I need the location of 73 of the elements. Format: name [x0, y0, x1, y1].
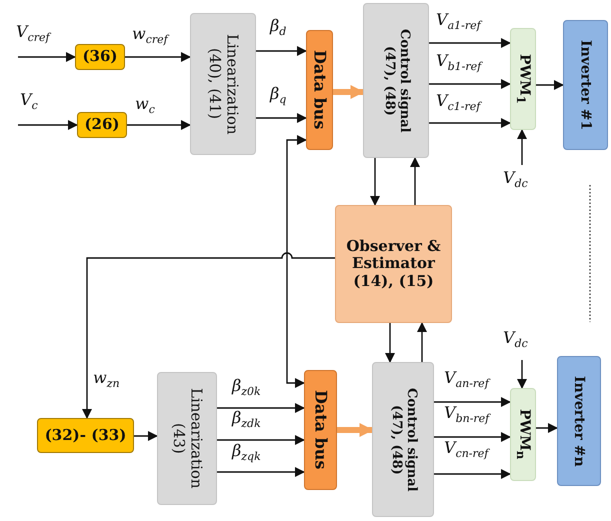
- box-label: Control signal: [396, 28, 411, 132]
- edge-label: β$_{q}$: [270, 86, 286, 106]
- arrow: [333, 85, 364, 99]
- inverter-box: [557, 356, 601, 486]
- box-label: (26): [84, 116, 120, 134]
- edge-label: V$_{dc}$: [503, 330, 528, 350]
- arrow: [370, 158, 380, 206]
- pwm-box: [510, 28, 536, 130]
- arrow: [517, 129, 527, 165]
- arrow: [417, 322, 427, 362]
- box-label: Observer & Estimator (14), (15): [345, 238, 442, 290]
- edge-label: V$_{a1-ref}$: [436, 12, 481, 32]
- process-box: [372, 362, 434, 517]
- process-box: [335, 205, 452, 323]
- arrow: [385, 323, 395, 363]
- edge-label: β$_{d}$: [270, 18, 286, 38]
- arrow: [429, 118, 511, 128]
- edge-label: V$_{cn-ref}$: [444, 440, 488, 460]
- edge-label: β$_{zqk}$: [232, 443, 261, 462]
- data-bus-box: [306, 30, 333, 150]
- box-label: (36): [82, 48, 118, 66]
- arrow: [82, 252, 335, 419]
- box-label: (32)- (33): [44, 426, 126, 444]
- data-bus-box: [304, 370, 337, 490]
- box-label: (47), (48): [381, 46, 396, 116]
- box-label: Control signal: [403, 388, 418, 492]
- arrow: [286, 135, 307, 388]
- edge-label: β$_{zdk}$: [232, 410, 261, 430]
- arrow: [434, 469, 511, 479]
- arrow: [217, 467, 305, 477]
- arrow: [536, 80, 564, 90]
- edge-label: V$_{bn-ref}$: [444, 405, 490, 424]
- arrow: [256, 46, 307, 56]
- arrow: [217, 435, 305, 445]
- arrow: [434, 397, 511, 407]
- edge-label: V$_{an-ref}$: [444, 370, 489, 390]
- box-label: Linearization: [187, 388, 204, 489]
- arrow: [125, 52, 191, 62]
- box-label: Inverter #1: [577, 40, 594, 130]
- edge-label: V$_{dc}$: [503, 170, 528, 190]
- edge-label: V$_{cref}$: [16, 24, 50, 44]
- arrow: [434, 432, 511, 442]
- arrow: [536, 423, 558, 433]
- arrow: [127, 120, 191, 130]
- box-label: (40), (41): [206, 48, 223, 120]
- pwm-box: [510, 388, 536, 481]
- equation-box: [77, 112, 127, 138]
- box-label: (43): [170, 423, 187, 454]
- box-label: Inverter #n: [570, 376, 588, 466]
- edge-label: V$_{c1-ref}$: [436, 93, 480, 112]
- edge-label: V$_{b1-ref}$: [436, 53, 482, 72]
- arrow: [337, 423, 374, 437]
- process-box: [363, 3, 429, 158]
- edge-label: V$_{c}$: [20, 92, 38, 112]
- edge-label: β$_{z0k}$: [232, 378, 261, 398]
- process-box: [157, 372, 217, 505]
- arrow: [134, 431, 158, 441]
- arrow: [410, 157, 420, 205]
- inverter-box: [563, 20, 608, 150]
- arrow: [429, 38, 511, 48]
- arrow: [18, 120, 78, 130]
- box-label: Linearization: [223, 34, 240, 134]
- arrow: [256, 113, 307, 123]
- arrow: [18, 52, 76, 62]
- arrow: [429, 79, 511, 89]
- process-box: [190, 13, 256, 155]
- equation-box: [75, 44, 125, 70]
- box-label: (47), (48): [388, 404, 403, 474]
- arrow: [517, 360, 527, 389]
- arrow: [217, 403, 305, 413]
- box-label: Data bus: [310, 50, 329, 130]
- equation-box: [37, 418, 134, 453]
- box-label: Data bus: [311, 390, 330, 470]
